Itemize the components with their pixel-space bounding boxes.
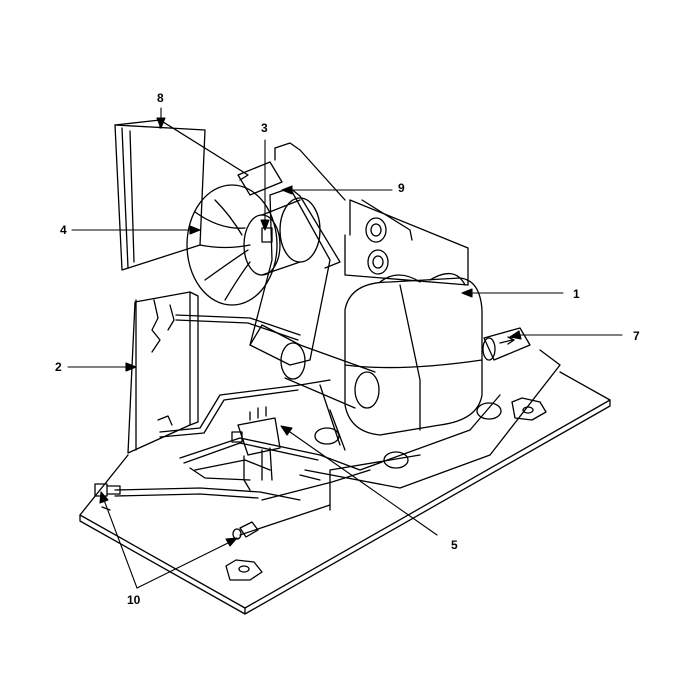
fan-blade [186,184,278,306]
arrowhead-10b [225,537,238,547]
power-plugs [94,483,259,540]
mounting-feet [225,397,547,581]
arrowhead-1 [461,288,473,298]
arrowhead-10a [99,491,109,504]
callout-3: 3 [261,121,268,135]
arrowhead-7 [509,330,522,340]
filter-drier [482,327,531,361]
callout-10: 10 [127,593,141,607]
callout-7: 7 [633,329,640,343]
base-plate [79,371,611,615]
start-cylinder [280,342,380,409]
fan-bracket [249,187,341,366]
callout-8: 8 [157,91,164,105]
callout-5: 5 [451,538,458,552]
leader-lines [67,107,623,589]
callout-9: 9 [398,181,405,195]
leader-10b [136,541,231,589]
condenser-frame [127,291,199,454]
leader-10a [103,499,138,589]
leader-5 [289,431,438,536]
arrowhead-2 [125,362,137,372]
callout-4: 4 [60,223,67,237]
callout-1: 1 [573,287,580,301]
relay-overload [231,406,281,491]
arrowhead-8 [156,117,166,129]
refrigerant-tubing [114,314,561,536]
arrowhead-9 [281,185,293,195]
arrowhead-4 [189,225,201,235]
back-panel [274,142,469,286]
compressor [344,273,483,436]
arrowhead-3 [260,219,270,231]
fan-motor [243,197,321,276]
arrowhead-5 [280,425,293,436]
callout-2: 2 [55,360,62,374]
